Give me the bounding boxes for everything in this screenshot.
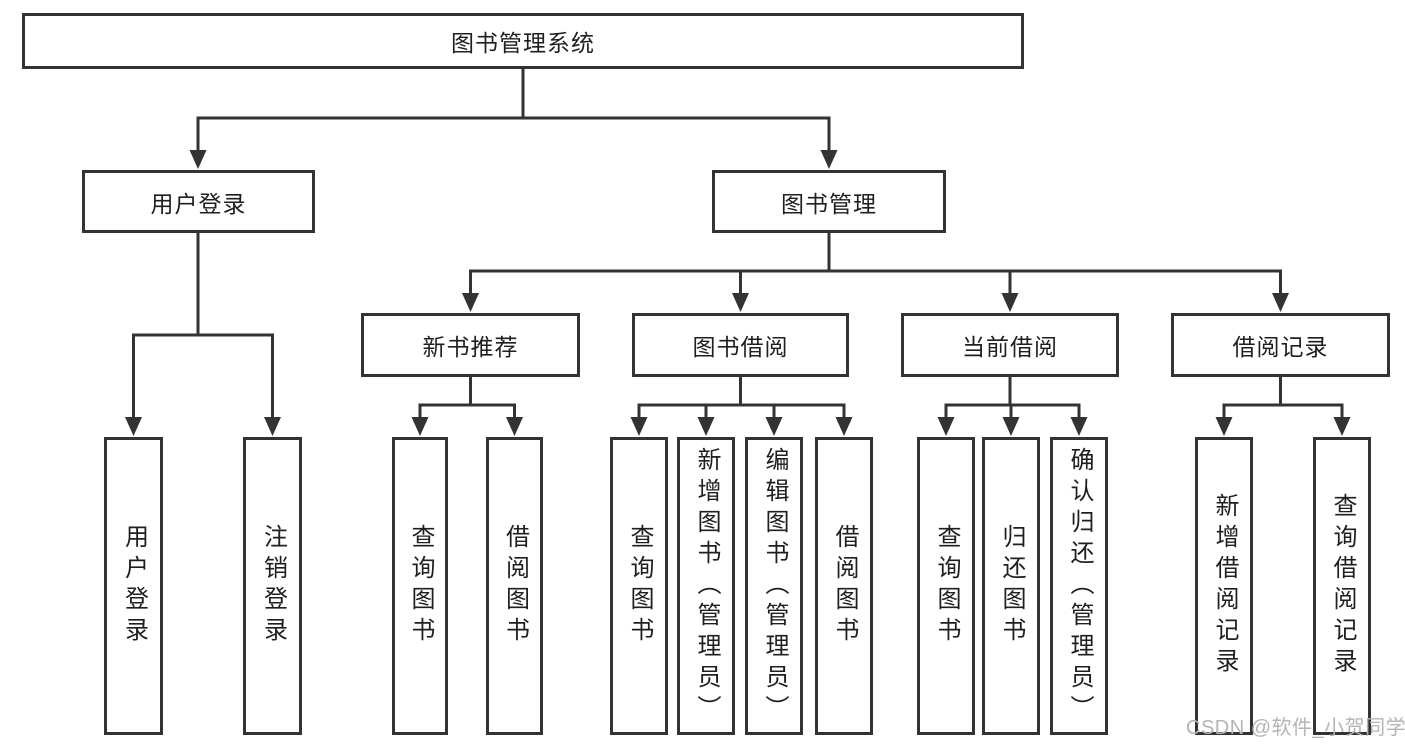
node-new-book-label: 新书推荐 bbox=[422, 334, 519, 360]
leaf-query-books-1-label: 查询图书 bbox=[407, 524, 434, 648]
leaf-edit-book-admin: 编辑图书（管理员） bbox=[745, 437, 803, 735]
leaf-add-borrow-record: 新增借阅记录 bbox=[1195, 437, 1253, 735]
leaf-add-book-admin: 新增图书（管理员） bbox=[677, 437, 735, 735]
leaf-query-books-3: 查询图书 bbox=[917, 437, 975, 735]
node-root: 图书管理系统 bbox=[22, 13, 1024, 69]
leaf-logout: 注销登录 bbox=[243, 437, 302, 735]
node-user-login-label: 用户登录 bbox=[150, 190, 247, 217]
leaf-borrow-books-2: 借阅图书 bbox=[815, 437, 873, 735]
leaf-query-borrow-record: 查询借阅记录 bbox=[1313, 437, 1371, 735]
node-book-management: 图书管理 bbox=[712, 170, 946, 233]
leaf-edit-book-admin-label: 编辑图书（管理员） bbox=[761, 446, 788, 726]
leaf-user-login-label: 用户登录 bbox=[120, 524, 148, 648]
node-user-login: 用户登录 bbox=[82, 170, 315, 233]
node-new-book-recommendation: 新书推荐 bbox=[361, 313, 580, 377]
leaf-return-book: 归还图书 bbox=[982, 437, 1040, 735]
node-current-borrowing: 当前借阅 bbox=[901, 313, 1119, 377]
leaf-query-books-2: 查询图书 bbox=[610, 437, 668, 735]
node-book-borrowing: 图书借阅 bbox=[632, 313, 849, 377]
leaf-add-book-admin-label: 新增图书（管理员） bbox=[693, 446, 720, 726]
leaf-add-borrow-record-label: 新增借阅记录 bbox=[1211, 493, 1238, 679]
node-current-borrowing-label: 当前借阅 bbox=[962, 334, 1058, 360]
leaf-borrow-books-1: 借阅图书 bbox=[486, 437, 543, 735]
leaf-confirm-return-admin: 确认归还（管理员） bbox=[1050, 437, 1108, 735]
leaf-user-login: 用户登录 bbox=[104, 437, 163, 735]
node-book-management-label: 图书管理 bbox=[781, 190, 877, 217]
leaf-confirm-return-admin-label: 确认归还（管理员） bbox=[1066, 446, 1093, 726]
leaf-query-books-3-label: 查询图书 bbox=[933, 524, 960, 648]
node-borrowing-records: 借阅记录 bbox=[1171, 313, 1390, 377]
leaf-query-books-1: 查询图书 bbox=[392, 437, 448, 735]
arrowheads bbox=[125, 150, 1351, 436]
leaf-return-book-label: 归还图书 bbox=[998, 524, 1025, 648]
node-book-borrowing-label: 图书借阅 bbox=[692, 334, 789, 360]
csdn-watermark: CSDN @软件_小贺同学 bbox=[1186, 717, 1405, 739]
leaf-logout-label: 注销登录 bbox=[259, 524, 287, 648]
node-root-label: 图书管理系统 bbox=[451, 30, 595, 56]
leaf-query-borrow-record-label: 查询借阅记录 bbox=[1329, 493, 1356, 679]
node-borrowing-records-label: 借阅记录 bbox=[1232, 334, 1329, 360]
leaf-borrow-books-1-label: 借阅图书 bbox=[501, 524, 529, 648]
leaf-borrow-books-2-label: 借阅图书 bbox=[831, 524, 858, 648]
leaf-query-books-2-label: 查询图书 bbox=[626, 524, 653, 648]
